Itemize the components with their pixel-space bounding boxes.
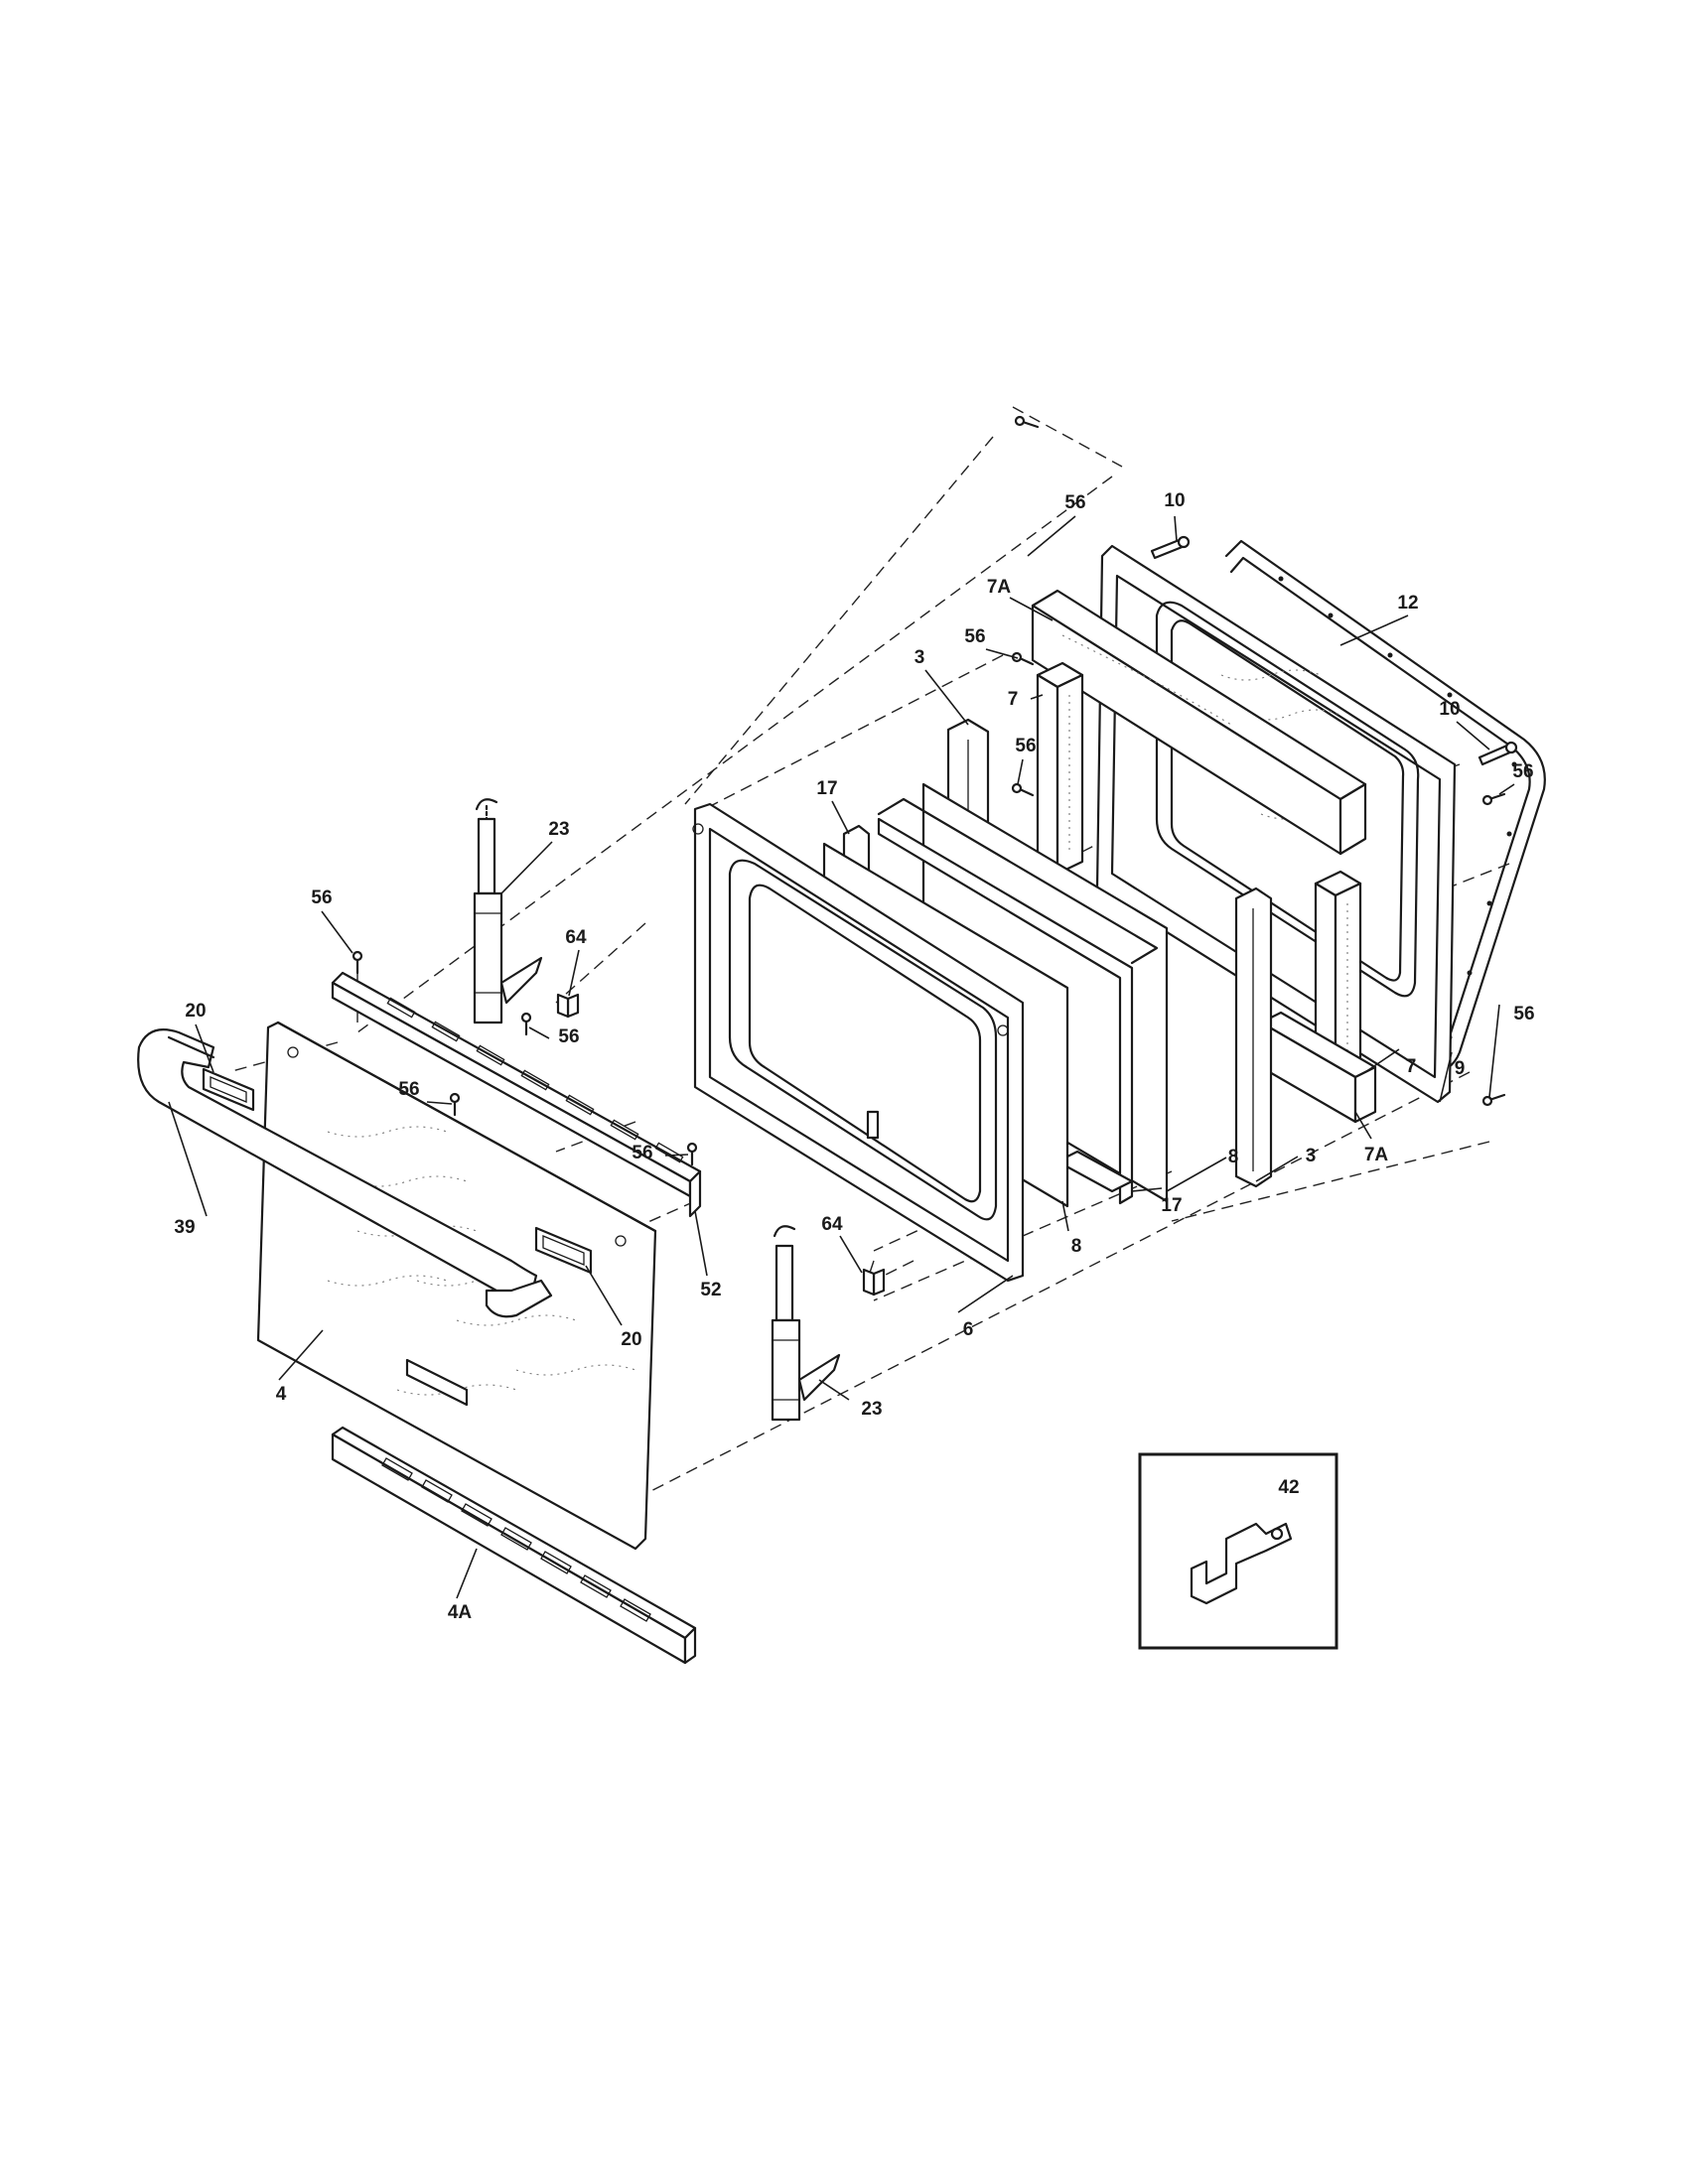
part-7-left-insulation <box>1036 661 1084 876</box>
callout-12: 12 <box>1397 593 1418 614</box>
screw-10-right <box>1477 741 1518 766</box>
callout-52: 52 <box>700 1280 721 1300</box>
part-7-right-insulation <box>1314 870 1362 1084</box>
callout-56: 56 <box>1064 492 1085 513</box>
callout-23: 23 <box>548 819 569 840</box>
screw-56-vent-a <box>520 1012 532 1036</box>
callout-10: 10 <box>1164 490 1185 511</box>
callout-7: 7 <box>1008 689 1019 710</box>
part-52-vent-trim <box>331 971 702 1218</box>
part-23-top-hinge <box>473 798 543 1024</box>
part-4-outer-door-panel <box>256 1021 657 1551</box>
screw-56-vent-c <box>686 1142 698 1166</box>
callout-7A: 7A <box>987 577 1012 598</box>
callout-8: 8 <box>1071 1236 1082 1257</box>
callout-labels: 56 10 7A 12 56 3 7 10 56 56 17 23 56 64 … <box>174 490 1534 1623</box>
callout-10: 10 <box>1439 699 1460 720</box>
screw-56-vent-b <box>449 1092 461 1117</box>
callout-56: 56 <box>1513 1004 1534 1024</box>
callout-23: 23 <box>861 1399 882 1420</box>
callout-56: 56 <box>398 1079 419 1100</box>
screw-56-b <box>1011 651 1035 666</box>
inset-part-42 <box>1138 1452 1338 1650</box>
callout-17: 17 <box>816 778 837 799</box>
screw-56-top <box>1014 415 1040 429</box>
callout-39: 39 <box>174 1217 195 1238</box>
callout-56: 56 <box>558 1026 579 1047</box>
callout-56: 56 <box>1015 736 1036 756</box>
callout-56: 56 <box>964 626 985 647</box>
part-7A-top-insulation <box>1031 589 1367 856</box>
leader-lines <box>168 515 1515 1599</box>
part-7A-bottom-insulation <box>1259 1011 1377 1124</box>
callout-20: 20 <box>185 1001 206 1022</box>
part-39-handle <box>137 1028 553 1318</box>
screw-10-top <box>1150 535 1191 560</box>
callout-4: 4 <box>276 1384 287 1405</box>
callout-3: 3 <box>914 647 925 668</box>
callout-7: 7 <box>1406 1056 1417 1077</box>
callout-56: 56 <box>311 887 332 908</box>
callout-6: 6 <box>963 1319 974 1340</box>
part-3-right-channel <box>1234 887 1273 1188</box>
screw-56-c <box>1011 782 1035 797</box>
callout-56: 56 <box>632 1143 652 1163</box>
callout-64: 64 <box>565 927 587 948</box>
callout-56: 56 <box>1512 761 1533 782</box>
part-64-bottom-door-stop <box>862 1268 886 1297</box>
part-23-bottom-hinge <box>771 1225 841 1422</box>
screw-56-hinge <box>352 950 363 975</box>
screw-56-right-a <box>1481 792 1506 806</box>
part-64-top-door-stop <box>556 993 580 1019</box>
callout-4A: 4A <box>448 1602 473 1623</box>
callout-64: 64 <box>821 1214 843 1235</box>
part-20-left-end-cap <box>202 1067 255 1112</box>
part-6-inner-door-frame <box>692 802 1025 1283</box>
callout-42: 42 <box>1278 1477 1299 1498</box>
callout-3: 3 <box>1306 1146 1317 1166</box>
screw-56-right-b <box>1481 1093 1506 1107</box>
part-4A-bottom-trim <box>331 1426 697 1665</box>
callout-20: 20 <box>621 1329 641 1350</box>
callout-17: 17 <box>1161 1195 1182 1216</box>
callout-9: 9 <box>1455 1058 1466 1079</box>
callout-7A: 7A <box>1364 1145 1389 1165</box>
callout-8: 8 <box>1228 1147 1239 1167</box>
